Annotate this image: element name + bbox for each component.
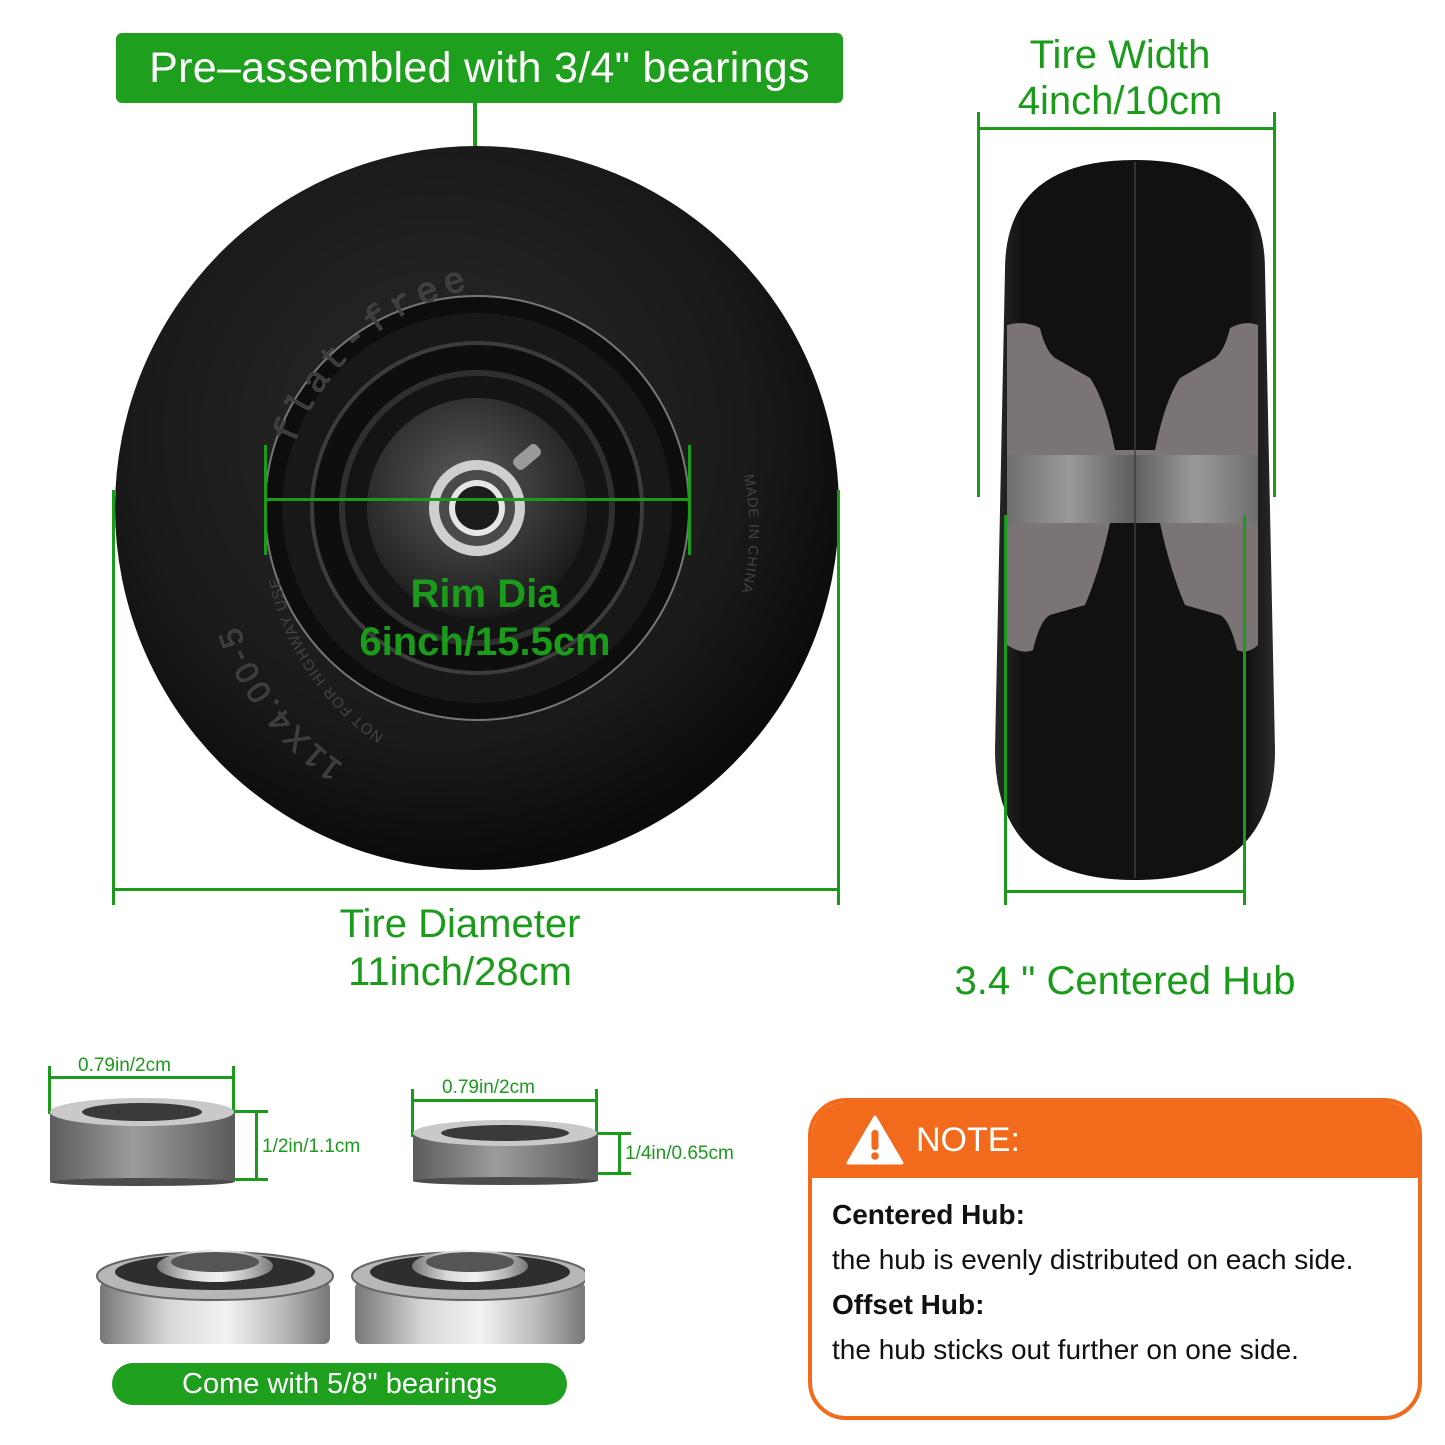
spacer2-height-line bbox=[618, 1132, 621, 1174]
diameter-dim-left-tick bbox=[112, 490, 115, 905]
note-offset-hub-heading: Offset Hub: bbox=[832, 1289, 985, 1320]
note-header: NOTE: bbox=[812, 1102, 1418, 1178]
width-label-value: 4inch/10cm bbox=[1017, 79, 1223, 123]
bearing-banner: Pre–assembled with 3/4" bearings bbox=[116, 33, 843, 103]
spacer2-height-bottom-tick bbox=[597, 1172, 631, 1175]
note-box: NOTE: Centered Hub: the hub is evenly di… bbox=[808, 1098, 1422, 1420]
diameter-dim-right-tick bbox=[837, 490, 840, 905]
spacer2-width-label: 0.79in/2cm bbox=[442, 1077, 535, 1098]
bearing-1 bbox=[96, 1250, 334, 1344]
tire-diameter-label: Tire Diameter 11inch/28cm bbox=[200, 900, 720, 996]
spacer1-width-right-tick bbox=[232, 1066, 235, 1114]
spacer1-width-line bbox=[50, 1076, 234, 1079]
bearings-included-badge: Come with 5/8" bearings bbox=[112, 1363, 567, 1405]
note-offset-hub-text: the hub sticks out further on one side. bbox=[832, 1334, 1299, 1365]
spacer-half-inch-image bbox=[50, 1098, 235, 1186]
spacer1-height-top-tick bbox=[234, 1110, 268, 1113]
width-dim-left-tick bbox=[977, 112, 980, 497]
spacer1-height-label: 1/2in/1.1cm bbox=[262, 1136, 361, 1157]
spacer1-width-left-tick bbox=[48, 1066, 51, 1114]
hub-dim-left-tick bbox=[1004, 515, 1007, 905]
rim-label-title: Rim Dia bbox=[410, 572, 560, 616]
width-dim-right-tick bbox=[1273, 112, 1276, 497]
note-centered-hub-heading: Centered Hub: bbox=[832, 1199, 1025, 1230]
rim-dim-left-tick bbox=[264, 445, 267, 555]
hub-dim-line bbox=[1006, 890, 1245, 893]
note-title: NOTE: bbox=[916, 1120, 1020, 1159]
rim-label-value: 6inch/15.5cm bbox=[359, 620, 611, 664]
note-body: Centered Hub: the hub is evenly distribu… bbox=[812, 1178, 1418, 1372]
diameter-label-value: 11inch/28cm bbox=[348, 950, 572, 994]
tire-front-view-image: flat-free 11X4.00-5 NOT FOR HIGHWAY USE … bbox=[115, 146, 839, 870]
spacer2-width-right-tick bbox=[595, 1089, 598, 1137]
diameter-dim-line bbox=[114, 888, 838, 891]
warning-triangle-icon bbox=[846, 1115, 904, 1165]
rim-diameter-label: Rim Dia 6inch/15.5cm bbox=[300, 570, 670, 666]
width-label-title: Tire Width bbox=[1029, 33, 1211, 77]
spacer-quarter-inch-image bbox=[413, 1120, 598, 1185]
spacer2-height-top-tick bbox=[597, 1132, 631, 1135]
spacer2-width-line bbox=[413, 1099, 597, 1102]
tire-side-view-image bbox=[995, 160, 1275, 880]
spacer2-width-left-tick bbox=[411, 1089, 414, 1137]
rim-dim-line bbox=[266, 498, 690, 501]
grease-fitting-icon bbox=[513, 444, 541, 470]
flange-bearings-image bbox=[96, 1250, 585, 1344]
width-dim-line bbox=[979, 127, 1275, 130]
spacer2-height-label: 1/4in/0.65cm bbox=[625, 1143, 734, 1164]
spacer1-height-bottom-tick bbox=[234, 1178, 268, 1181]
spacer1-height-line bbox=[255, 1110, 258, 1180]
centered-hub-label: 3.4 " Centered Hub bbox=[954, 959, 1296, 1003]
note-centered-hub-text: the hub is evenly distributed on each si… bbox=[832, 1244, 1354, 1275]
hub-dim-right-tick bbox=[1243, 515, 1246, 905]
spacer1-width-label: 0.79in/2cm bbox=[78, 1055, 171, 1076]
diameter-label-title: Tire Diameter bbox=[339, 902, 581, 946]
tire-width-label: Tire Width 4inch/10cm bbox=[960, 32, 1280, 124]
bearing-2 bbox=[351, 1250, 585, 1344]
